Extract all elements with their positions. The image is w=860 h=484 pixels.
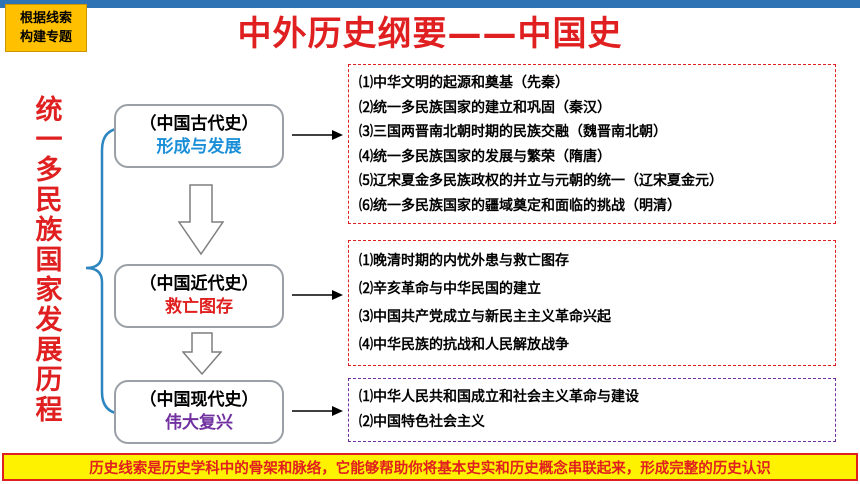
list-item: ⑶中国共产党成立与新民主主义革命兴起	[359, 309, 611, 325]
list-item: ⑴中华文明的起源和奠基（先秦）	[359, 75, 569, 91]
left-brace	[85, 126, 125, 416]
vertical-title: 统 一 多 民 族 国 家 发 展 历 程	[32, 96, 66, 426]
node-title: （中国古代史）	[139, 114, 259, 134]
list-item: ⑵统一多民族国家的建立和巩固（秦汉）	[359, 99, 611, 116]
top-accent-bar	[0, 0, 860, 8]
vertical-title-char: 展	[35, 335, 63, 366]
list-item: ⑴中华人民共和国成立和社会主义革命与建设	[359, 389, 639, 405]
down-arrow-icon	[178, 184, 224, 256]
node-subtitle: 救亡图存	[165, 297, 233, 317]
vertical-title-char: 历	[35, 365, 63, 396]
list-item: ⑷统一多民族国家的发展与繁荣（隋唐）	[359, 148, 611, 165]
list-item: ⑵中国特色社会主义	[359, 414, 485, 430]
right-arrow-icon	[292, 290, 343, 300]
node-modern-history: （中国近代史） 救亡图存	[114, 264, 284, 328]
right-arrow-icon	[292, 130, 343, 140]
list-item: ⑶三国两晋南北朝时期的民族交融（魏晋南北朝）	[359, 124, 667, 140]
node-title: （中国现代史）	[139, 390, 259, 410]
right-arrow-icon	[292, 406, 343, 416]
list-item: ⑷中华民族的抗战和人民解放战争	[359, 337, 569, 353]
ancient-topics-list: ⑴中华文明的起源和奠基（先秦） ⑵统一多民族国家的建立和巩固（秦汉） ⑶三国两晋…	[348, 64, 836, 224]
topic-tag-line2: 构建专题	[19, 30, 72, 45]
modern-topics-list: ⑴晚清时期的内忧外患与救亡图存 ⑵辛亥革命与中华民国的建立 ⑶中国共产党成立与新…	[348, 240, 836, 366]
node-ancient-history: （中国古代史） 形成与发展	[114, 104, 284, 168]
node-contemporary-history: （中国现代史） 伟大复兴	[114, 380, 284, 444]
list-item: ⑵辛亥革命与中华民国的建立	[359, 281, 541, 297]
list-item: ⑸辽宋夏金多民族政权的并立与元朝的统一（辽宋夏金元）	[359, 173, 723, 189]
vertical-title-char: 多	[35, 155, 63, 186]
vertical-title-char: 发	[35, 305, 63, 336]
topic-tag: 根据线索 构建专题	[5, 4, 87, 52]
vertical-title-char: 统	[35, 95, 63, 126]
vertical-title-char: 家	[35, 275, 63, 306]
vertical-title-char: 族	[35, 215, 63, 246]
node-subtitle: 伟大复兴	[165, 413, 233, 433]
bottom-note: 历史线索是历史学科中的骨架和脉络，它能够帮助你将基本史实和历史概念串联起来，形成…	[2, 453, 858, 481]
vertical-title-char: 程	[35, 395, 63, 426]
vertical-title-char: 国	[35, 245, 63, 276]
contemporary-topics-list: ⑴中华人民共和国成立和社会主义革命与建设 ⑵中国特色社会主义	[348, 378, 836, 442]
page-title: 中外历史纲要——中国史	[237, 14, 623, 54]
node-title: （中国近代史）	[139, 274, 259, 294]
vertical-title-char: 民	[35, 185, 63, 216]
down-arrow-icon	[182, 332, 222, 376]
vertical-title-char: 一	[35, 125, 63, 156]
node-subtitle: 形成与发展	[156, 137, 242, 157]
topic-tag-line1: 根据线索	[19, 11, 72, 26]
list-item: ⑹统一多民族国家的疆域奠定和面临的挑战（明清）	[359, 197, 681, 214]
list-item: ⑴晚清时期的内忧外患与救亡图存	[359, 253, 569, 269]
